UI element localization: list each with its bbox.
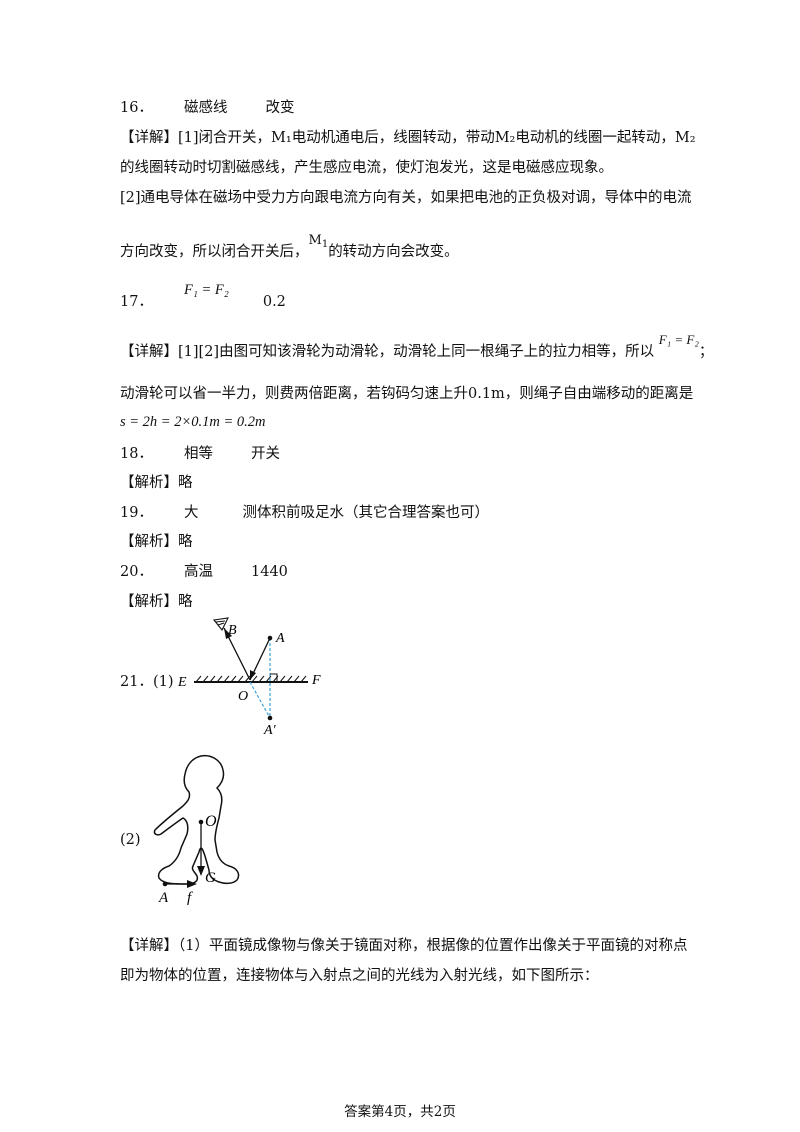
q18-analysis: 【解析】略 [120, 475, 193, 491]
q16-text-4a: 方向改变，所以闭合开关后， [120, 244, 309, 260]
label-a: A [275, 631, 285, 646]
q21-label-2: (2) [120, 832, 141, 848]
q16-text-1: [1]闭合开关，M₁电动机通电后，线圈转动，带动M₂电动机的线圈一起转动，M₂ [178, 130, 696, 146]
q17-formula: F₁ = F₂ [184, 282, 229, 298]
q17-detail-tag: 【详解】 [120, 344, 178, 360]
q18-answer-line: 18． 相等 开关 [120, 444, 318, 464]
right-angle-mark [270, 673, 278, 682]
q17-number: 17． [120, 294, 153, 310]
q16-detail-line-3: [2]通电导体在磁场中受力方向跟电流方向有关，如果把电池的正负极对调，导体中的电… [120, 190, 692, 206]
label-e: E [177, 675, 187, 690]
label-o: O [238, 689, 248, 704]
q21-detail-tag: 【详解】 [120, 938, 178, 954]
page-footer: 答案第4页，共2页 [344, 1104, 456, 1120]
q17-answer-line: 17． F₁ = F₂ 0.2 [120, 282, 286, 312]
q19-analysis: 【解析】略 [120, 534, 193, 550]
label-g: G [205, 870, 216, 886]
q17-formula-inline: F₁ = F₂ [658, 332, 699, 347]
friction-arrowhead [187, 880, 197, 888]
gravity-arrowhead [197, 866, 205, 876]
q21-detail-line-1: 【详解】（1）平面镜成像物与像关于镜面对称，根据像的位置作出像关于平面镜的对称点 [120, 936, 687, 956]
q17-detail-line-2: 动滑轮可以省一半力，则费两倍距离，若钩码匀速上升0.1m，则绳子自由端移动的距离… [120, 386, 694, 402]
q17-answer-2: 0.2 [262, 294, 286, 310]
q18-answer-2: 开关 [251, 446, 280, 462]
q16-detail-line-4: 方向改变，所以闭合开关后，M1的转动方向会改变。 [120, 233, 459, 267]
label-f: F [311, 673, 321, 688]
child-silhouette [153, 754, 240, 885]
q20-answer-2: 1440 [251, 564, 288, 580]
q17-text-1: [1][2]由图可知该滑轮为动滑轮，动滑轮上同一根绳子上的拉力相等，所以 [178, 344, 655, 360]
q20-answer-1: 高温 [184, 564, 213, 580]
eye-icon [212, 617, 229, 632]
label-a-2: A [158, 890, 169, 906]
point-a-prime [267, 715, 273, 721]
q16-m1-symbol: M1 [308, 233, 329, 250]
q17-detail-formula: s = 2h = 2×0.1m = 0.2m [120, 414, 266, 430]
q19-answer-2: 测体积前吸足水（其它合理答案也可） [242, 505, 490, 521]
q19-number: 19． [120, 505, 153, 521]
label-a-prime: A′ [263, 723, 277, 738]
q19-answer-1: 大 [184, 505, 199, 521]
q21-label-1: 21．(1) [120, 674, 174, 690]
q16-text-4b: 的转动方向会改变。 [328, 244, 459, 260]
q21-detail-line-2: 即为物体的位置，连接物体与入射点之间的光线为入射光线，如下图所示： [120, 968, 599, 984]
label-o-2: O [205, 813, 217, 830]
mirror-reflection-figure: B A E F O A′ [177, 617, 321, 738]
q17-detail-line-1: 【详解】[1][2]由图可知该滑轮为动滑轮，动滑轮上同一根绳子上的拉力相等，所以… [120, 332, 714, 360]
q18-answer-1: 相等 [184, 446, 213, 462]
q16-detail-line-1: 【详解】[1]闭合开关，M₁电动机通电后，线圈转动，带动M₂电动机的线圈一起转动… [120, 128, 696, 148]
label-f-force: f [187, 890, 193, 906]
q19-answer-line: 19． 大 测体积前吸足水（其它合理答案也可） [120, 503, 527, 523]
dashed-image-ray [249, 681, 271, 719]
label-b: B [228, 623, 237, 638]
q16-detail-line-2: 的线圈转动时切割磁感线，产生感应电流，使灯泡发光，这是电磁感应现象。 [120, 160, 613, 176]
point-a [267, 635, 273, 641]
incident-arrow [250, 670, 256, 680]
q20-answer-line: 20． 高温 1440 [120, 562, 326, 582]
q16-answer-line: 16． 磁感线 改变 [120, 98, 333, 118]
child-force-figure: O G A f [153, 754, 240, 906]
q21-text-1: （1）平面镜成像物与像关于镜面对称，根据像的位置作出像关于平面镜的对称点 [178, 938, 688, 954]
q16-answer-2: 改变 [265, 100, 295, 116]
q16-answer-1: 磁感线 [184, 100, 228, 116]
q20-analysis: 【解析】略 [120, 594, 193, 610]
q16-number: 16． [120, 100, 153, 116]
reflected-arrow [224, 628, 232, 639]
q16-detail-tag: 【详解】 [120, 130, 178, 146]
q18-number: 18． [120, 446, 153, 462]
q20-number: 20． [120, 564, 153, 580]
